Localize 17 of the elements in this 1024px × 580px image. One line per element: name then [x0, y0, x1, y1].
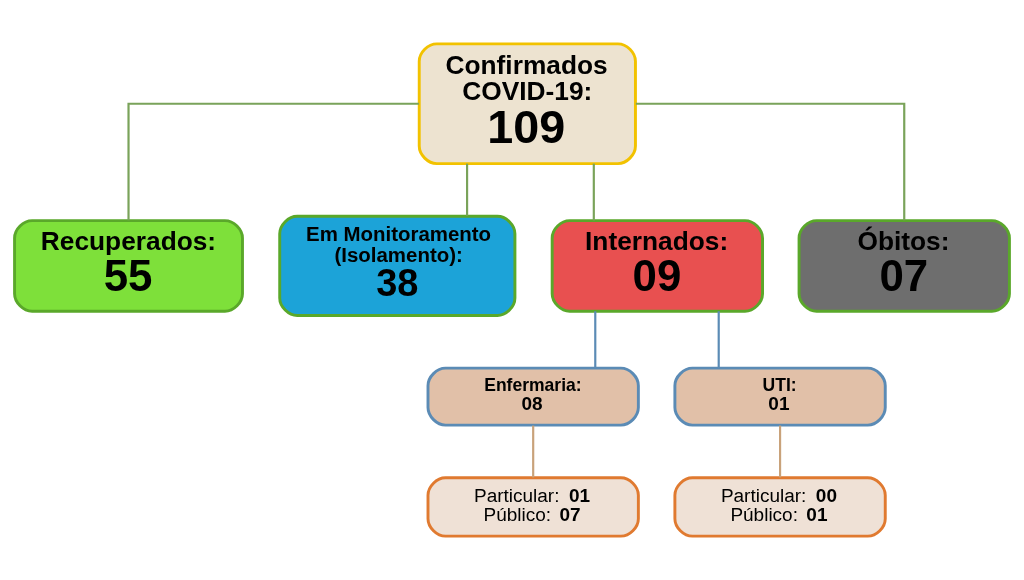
connector	[466, 163, 469, 216]
connector	[127, 102, 419, 221]
node-box: Recuperados: 55	[13, 219, 244, 313]
connector	[592, 163, 595, 221]
connector	[778, 425, 782, 478]
connector	[635, 102, 906, 221]
node-box: Confirmados COVID-19: 109	[417, 42, 637, 166]
node-box: Óbitos: 07	[797, 219, 1011, 313]
node-box: Particular: 00 Público: 01	[673, 476, 887, 538]
node-box: Enfermaria: 08	[426, 366, 640, 427]
connector	[532, 425, 535, 478]
node-box: Em Monitoramento (Isolamento): 38	[278, 214, 517, 318]
node-box: Internados: 09	[550, 219, 764, 313]
node-box: Particular: 01 Público: 07	[426, 476, 640, 538]
connector	[717, 311, 720, 369]
connector	[594, 311, 597, 369]
node-box: UTI: 01	[673, 366, 887, 427]
